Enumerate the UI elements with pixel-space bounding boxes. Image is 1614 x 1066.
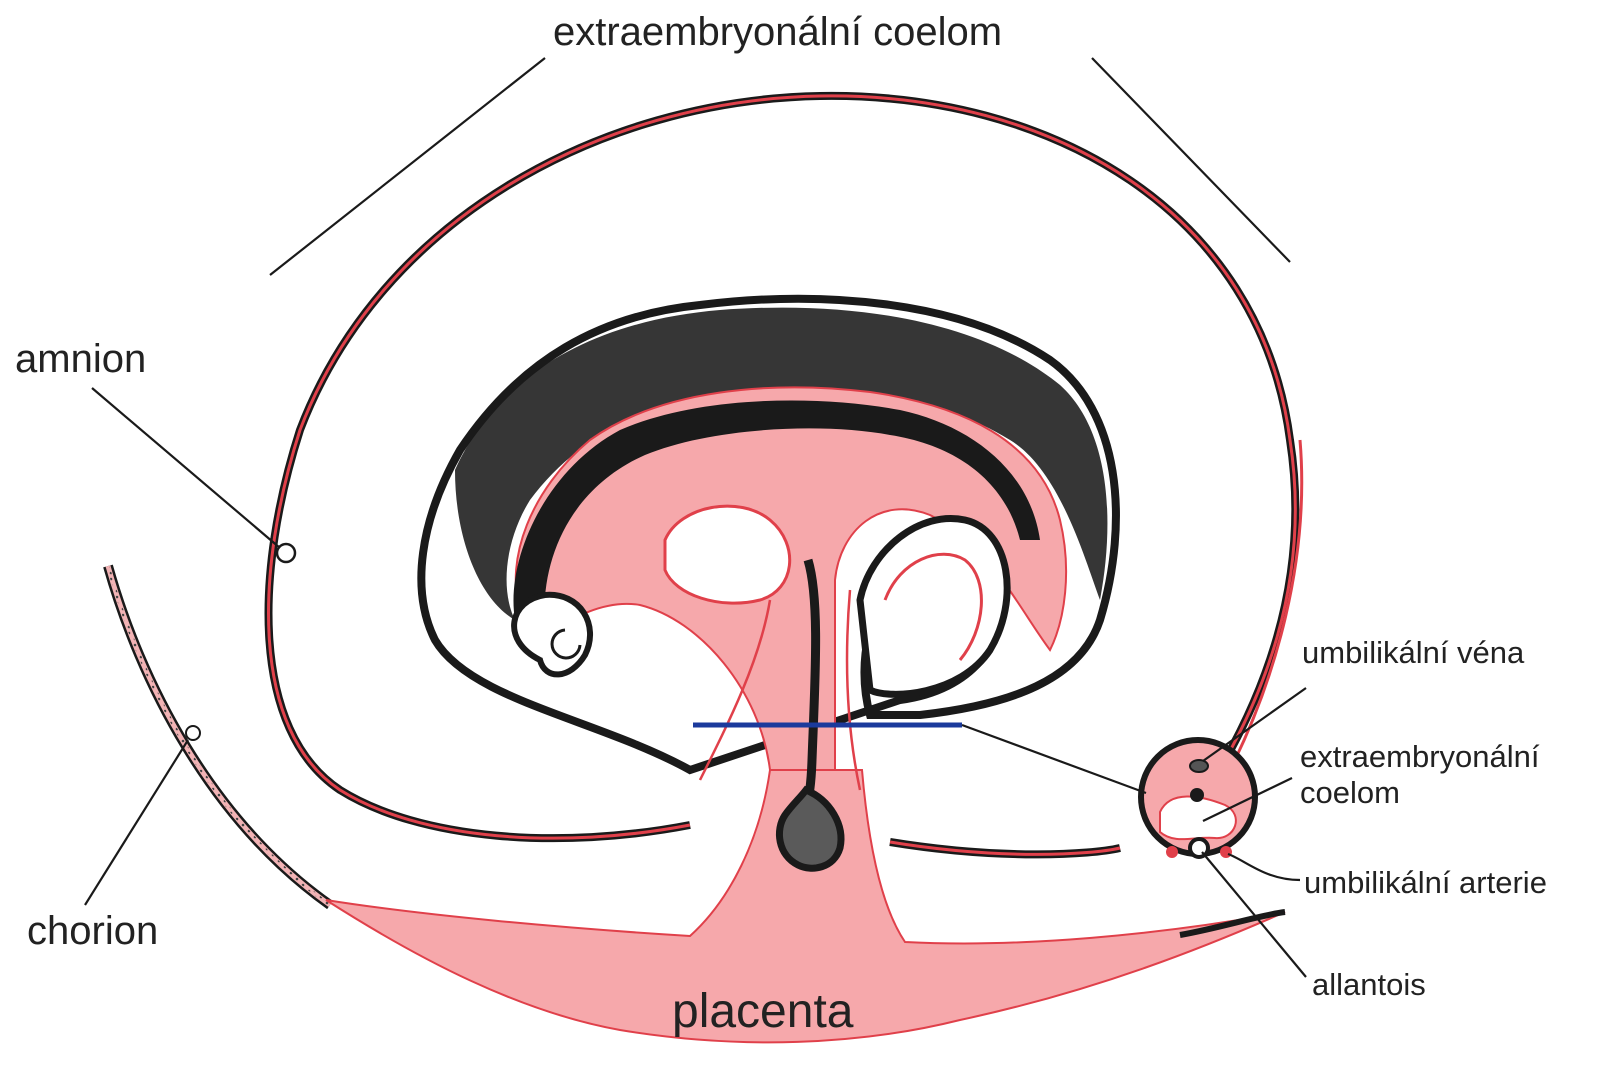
label-placenta: placenta [672,985,854,1038]
allantois-dot [1190,788,1204,802]
label-chorion: chorion [27,909,158,953]
label-extraembryonic-coelom-small-line1: extraembryonální [1300,739,1540,774]
label-umbilical-artery: umbilikální arterie [1304,865,1547,900]
label-extraembryonic-coelom-top: extraembryonální coelom [553,10,1002,54]
label-extraembryonic-coelom-small-line2: coelom [1300,775,1400,810]
umbilical-vein-lumen [1190,760,1208,772]
umbilical-cord-cross-section [1141,740,1255,858]
label-umbilical-vein: umbilikální véna [1302,635,1525,670]
label-allantois: allantois [1312,967,1426,1002]
umbilical-artery-left [1166,846,1178,858]
umbilical-artery-right [1220,846,1232,858]
label-amnion: amnion [15,337,146,381]
